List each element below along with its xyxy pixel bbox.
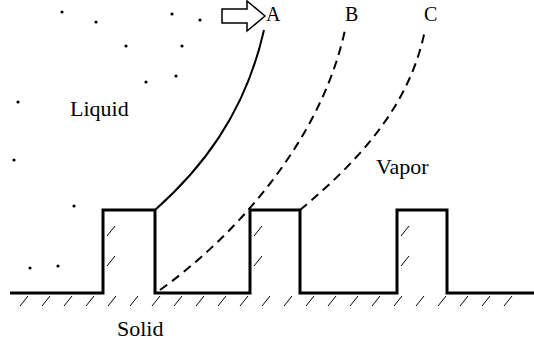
motion-arrow <box>222 1 265 31</box>
interface-c <box>300 30 425 210</box>
phase-label: Vapor <box>376 156 429 178</box>
interface-b <box>160 30 345 290</box>
phase-label: Liquid <box>70 98 129 120</box>
curve-label: C <box>424 4 437 24</box>
liquid-dots <box>12 10 201 269</box>
phase-label: Solid <box>117 318 163 340</box>
solid-surface <box>10 210 534 293</box>
interface-a <box>155 30 264 210</box>
curve-label: A <box>266 4 280 24</box>
curve-label: B <box>345 4 358 24</box>
